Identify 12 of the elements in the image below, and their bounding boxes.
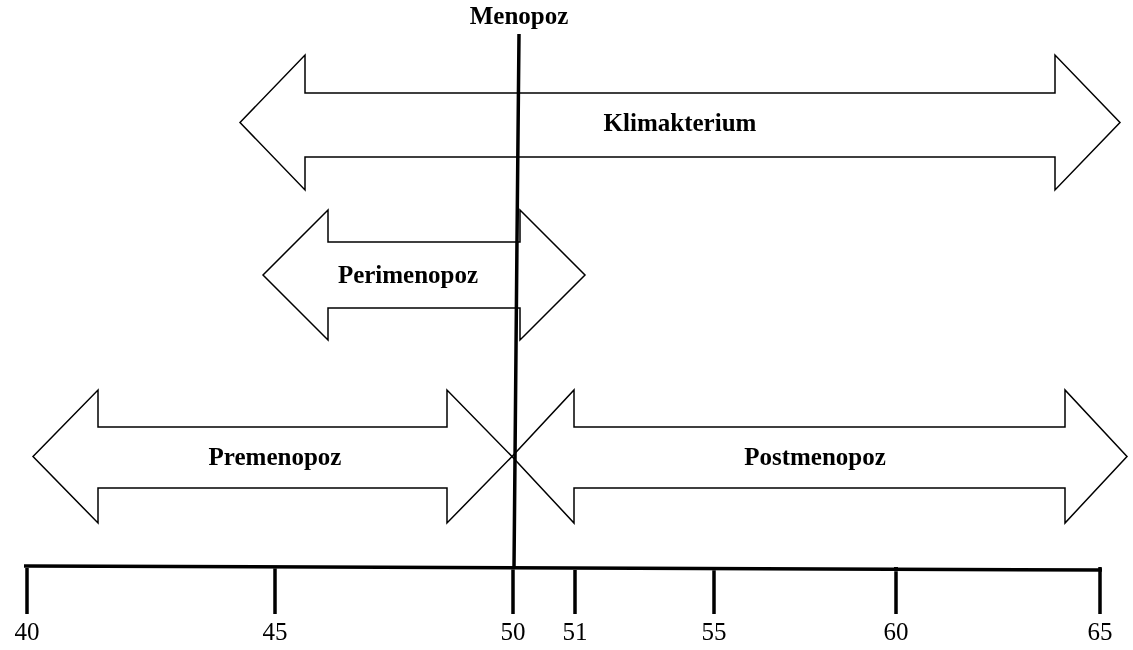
tick-label: 40 — [14, 618, 40, 646]
tick-label: 55 — [701, 618, 727, 646]
phase-label: Perimenopoz — [337, 261, 479, 289]
tick-label: 60 — [883, 618, 909, 646]
phase-label: Klimakterium — [603, 108, 757, 137]
menopause-label: Menopoz — [469, 2, 569, 30]
tick-label: 51 — [562, 618, 588, 646]
tick-label: 45 — [262, 618, 288, 646]
tick-label: 65 — [1087, 618, 1113, 646]
phase-label: Premenopoz — [208, 442, 342, 471]
tick-label: 50 — [500, 618, 526, 646]
phase-label: Postmenopoz — [744, 442, 886, 471]
